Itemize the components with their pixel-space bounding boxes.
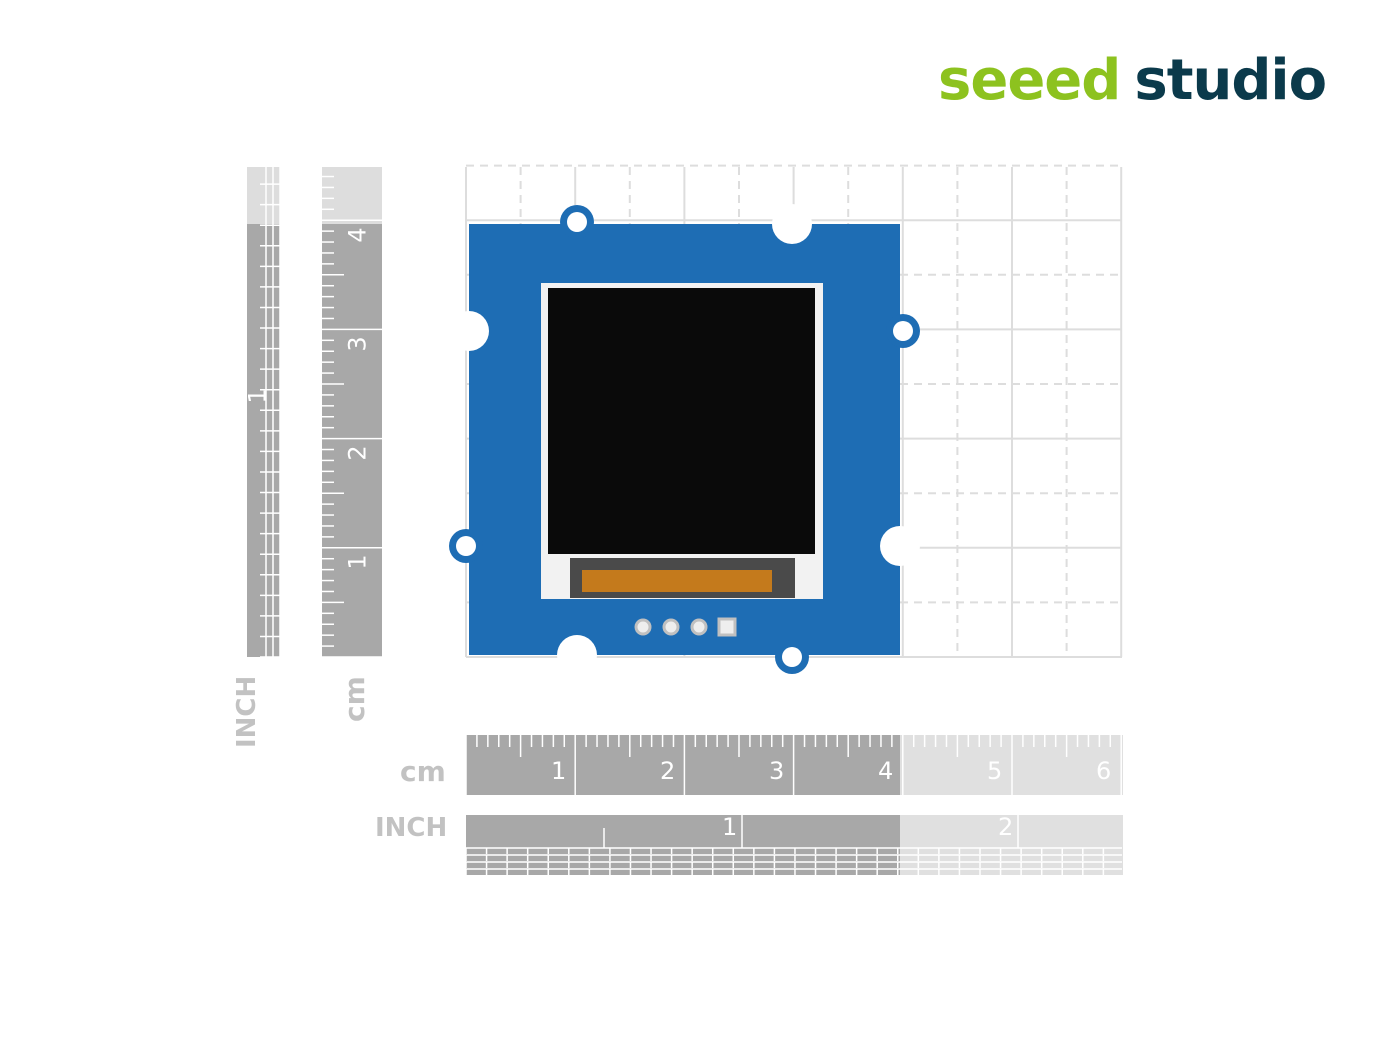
inch-tick-label: 2 <box>998 813 1014 841</box>
vertical-inch-label: INCH <box>232 675 262 748</box>
inch-ruler-light <box>247 167 280 224</box>
cm-tick-label: 3 <box>769 757 785 785</box>
inch-tick-label: 1 <box>722 813 738 841</box>
logo-studio: studio <box>1134 48 1327 113</box>
vertical-cm-tick-label: 4 <box>343 227 372 243</box>
vertical-cm-tick-label: 3 <box>343 336 372 352</box>
vertical-cm-tick-label: 2 <box>343 445 372 461</box>
grove-tft-board <box>449 204 920 675</box>
inch-ruler-vertical <box>247 224 280 657</box>
flex-cable <box>582 570 772 592</box>
cm-tick-label: 6 <box>1096 757 1112 785</box>
logo-seeed: seeed <box>938 48 1121 113</box>
cm-tick-label: 4 <box>878 757 894 785</box>
vertical-inch-tick-label: 1 <box>243 388 272 404</box>
cm-label: cm <box>400 755 446 788</box>
cm-tick-label: 5 <box>987 757 1003 785</box>
cm-ruler-horizontal <box>466 735 900 795</box>
cm-tick-label: 2 <box>660 757 676 785</box>
vertical-cm-tick-label: 1 <box>343 554 372 570</box>
cm-tick-label: 1 <box>551 757 567 785</box>
inch-ruler-horizontal <box>466 815 900 875</box>
vertical-cm-label: cm <box>338 676 371 722</box>
inch-label: INCH <box>375 813 448 843</box>
tft-screen <box>548 288 815 554</box>
